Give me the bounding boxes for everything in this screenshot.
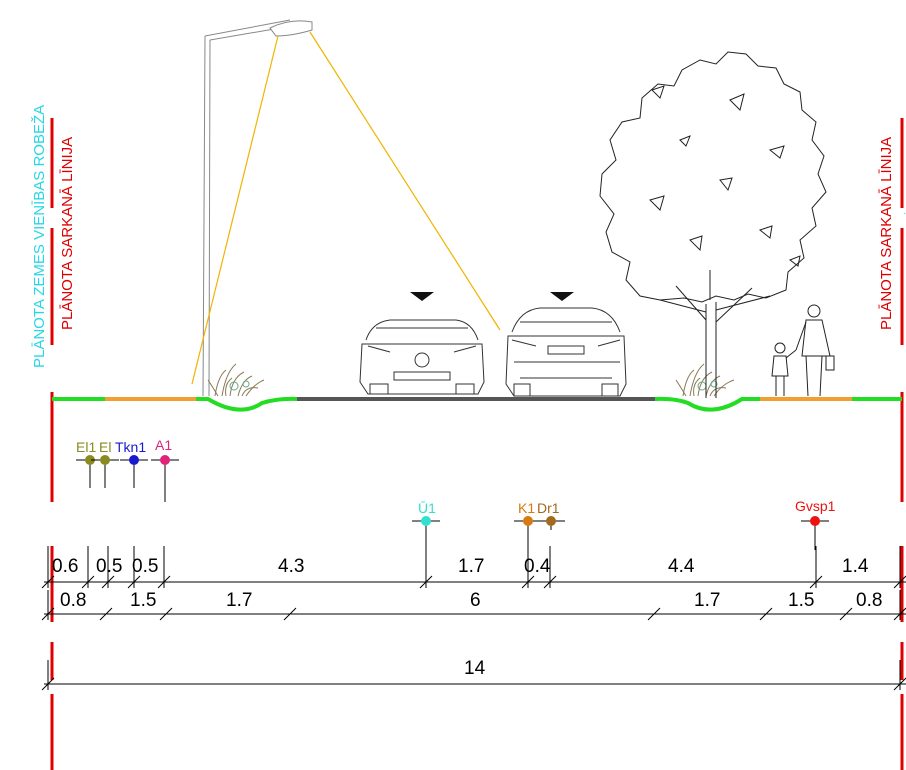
utility-dot — [85, 455, 95, 465]
dim-label: 1.4 — [842, 556, 869, 577]
utility-marker-el1a: El1 — [76, 439, 104, 488]
dim-label: 0.5 — [132, 556, 158, 577]
utility-dot — [421, 516, 431, 526]
utility-dot — [100, 455, 110, 465]
dim-label: 1.7 — [694, 590, 720, 611]
dimension-ticks — [41, 575, 906, 691]
dim-label: 4.4 — [668, 556, 695, 577]
utility-marker-a1: A1 — [151, 437, 179, 502]
utility-marker-k1: K1 — [514, 500, 542, 548]
utility-label: Ū1 — [418, 500, 436, 516]
utility-dot — [129, 455, 139, 465]
utility-marker-dr1: Dr1 — [537, 500, 565, 530]
lane-marker-left — [410, 292, 434, 301]
dim-label: 1.7 — [226, 590, 252, 611]
dim-label: 0.5 — [96, 556, 122, 577]
dimension-labels-row2: 0.8 1.5 1.7 6 1.7 1.5 0.8 — [60, 590, 882, 611]
lamp-light-beams — [191, 31, 501, 385]
dim-label: 0.8 — [60, 590, 86, 611]
utility-label: Dr1 — [537, 500, 560, 516]
shrub-left — [207, 363, 265, 397]
ground-surface — [52, 396, 902, 412]
utility-label: El1 — [76, 439, 96, 455]
car-front-view — [359, 319, 485, 395]
utility-label: Tkn1 — [115, 439, 146, 455]
car-rear-view — [505, 307, 627, 397]
dim-label: 0.4 — [524, 556, 551, 577]
dim-label: 1.5 — [130, 590, 156, 611]
tree — [599, 51, 827, 398]
utility-marker-u1: Ū1 — [412, 500, 440, 588]
dim-label: 1.5 — [788, 590, 814, 611]
utility-label: El — [99, 439, 111, 455]
utility-marker-gvsp1: Gvsp1 — [795, 498, 836, 550]
dim-label: 0.8 — [856, 590, 882, 611]
lane-marker-right — [550, 292, 574, 301]
dimension-labels-row1: 0.6 0.5 0.5 4.3 1.7 0.4 4.4 1.4 — [52, 556, 869, 577]
street-lamp — [202, 19, 313, 397]
utility-marker-el1b: El — [91, 439, 119, 488]
utility-label: Gvsp1 — [795, 498, 836, 514]
dim-label: 6 — [470, 590, 481, 611]
red-line-label-right: PLĀNOTA SARKANĀ LĪNIJA — [878, 137, 895, 330]
utility-label: A1 — [155, 437, 172, 453]
dimension-lines — [44, 546, 906, 690]
utility-dot — [546, 516, 556, 526]
utility-marker-tkn1: Tkn1 — [115, 439, 148, 488]
dim-label: 0.6 — [52, 556, 78, 577]
dim-total-label: 14 — [464, 658, 486, 679]
dim-label: 1.7 — [458, 556, 484, 577]
shrub-right — [675, 363, 735, 397]
utility-dot — [160, 455, 170, 465]
utility-label: K1 — [518, 500, 535, 516]
edge-mark: · — [903, 208, 906, 219]
pedestrians — [771, 304, 835, 397]
red-line-label-left: PLĀNOTA SARKANĀ LĪNIJA — [59, 137, 76, 330]
utility-dot — [810, 516, 820, 526]
land-border-label: PLĀNOTA ZEMES VIENĪBAS ROBEŽA — [31, 105, 48, 368]
utility-dot — [523, 516, 533, 526]
dim-label: 4.3 — [278, 556, 304, 577]
